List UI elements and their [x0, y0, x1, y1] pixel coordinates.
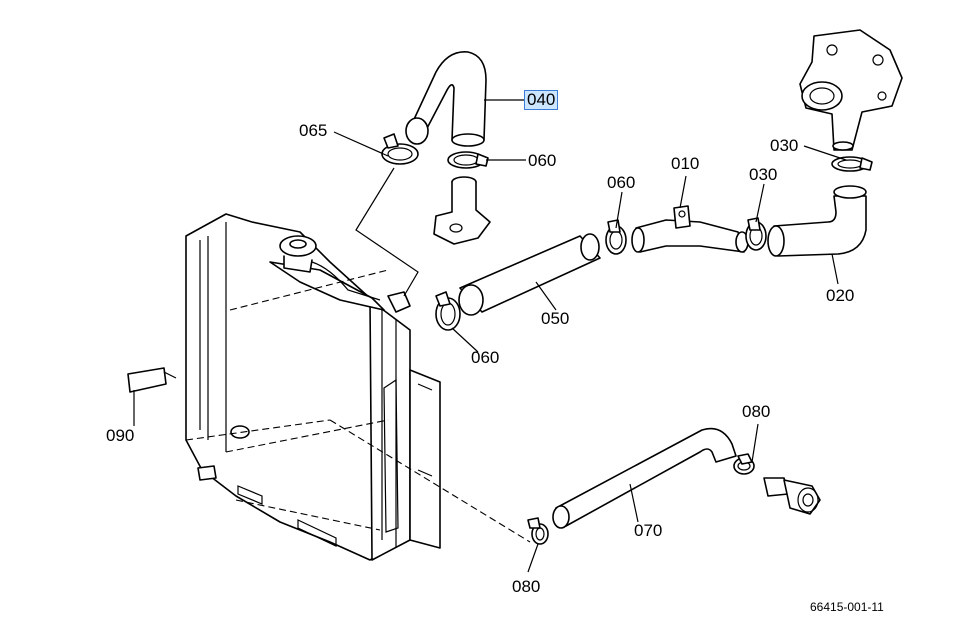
label-020[interactable]: 020: [826, 286, 855, 305]
clamp-060-upper: [447, 151, 489, 169]
clamp-060-middle: [435, 291, 461, 331]
label-040[interactable]: 040: [523, 90, 559, 110]
hose-020: [767, 185, 867, 257]
label-050[interactable]: 050: [541, 309, 570, 328]
pipe-010: [631, 205, 749, 253]
routing-lines: [185, 167, 531, 543]
label-080-upper[interactable]: 080: [742, 402, 771, 421]
label-060-middle[interactable]: 060: [471, 348, 500, 367]
hose-040: [405, 51, 487, 147]
label-030-middle[interactable]: 030: [749, 165, 778, 184]
label-030-upper[interactable]: 030: [770, 136, 799, 155]
radiator: [185, 213, 441, 561]
clamp-030-upper: [831, 156, 873, 172]
clamp-080-lower: [527, 517, 549, 545]
hose-050: [458, 233, 601, 316]
leader-lines: [133, 99, 847, 573]
label-070[interactable]: 070: [634, 521, 663, 540]
clamp-065: [381, 133, 419, 165]
label-080-lower[interactable]: 080: [512, 577, 541, 596]
water-pump-housing: [799, 29, 903, 151]
drawing-code: 66415-001-11: [810, 600, 884, 614]
bracket-plate: [127, 367, 177, 393]
clamp-080-upper: [733, 453, 755, 475]
label-060-upper[interactable]: 060: [528, 151, 557, 170]
label-065[interactable]: 065: [299, 121, 328, 140]
label-090[interactable]: 090: [106, 426, 135, 445]
label-010[interactable]: 010: [671, 154, 700, 173]
label-060-right[interactable]: 060: [607, 173, 636, 192]
hose-070: [552, 427, 737, 529]
water-outlet: [433, 176, 491, 245]
clamp-060-right: [605, 219, 627, 255]
clamp-030-middle: [745, 217, 767, 251]
hose-fitting: [763, 477, 821, 515]
